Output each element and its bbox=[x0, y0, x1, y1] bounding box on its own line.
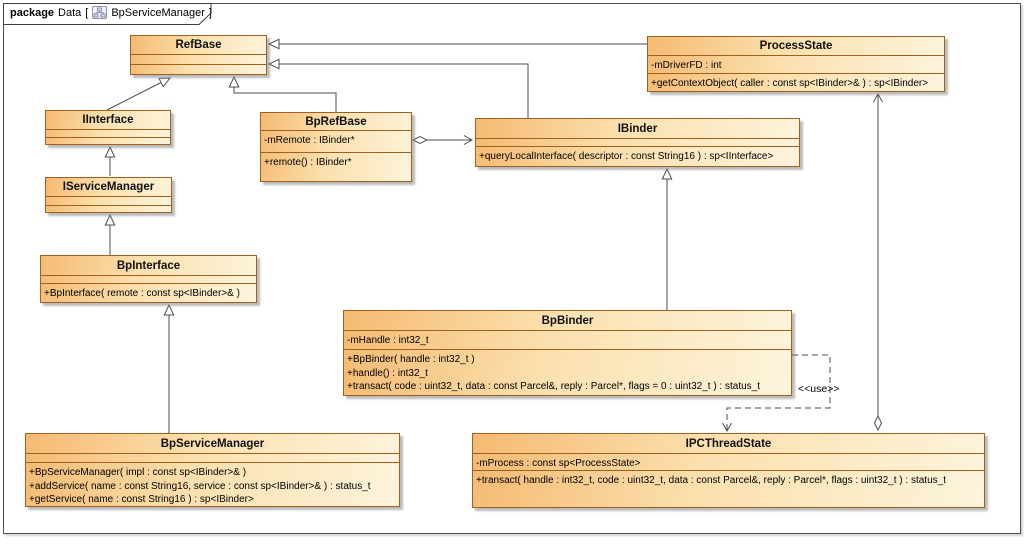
method-row: +BpInterface( remote : const sp<IBinder>… bbox=[44, 288, 240, 299]
methods-compartment bbox=[46, 206, 171, 212]
method-row: +transact( code : uint32_t, data : const… bbox=[347, 381, 760, 392]
class-IBinder[interactable]: IBinder +queryLocalInterface( descriptor … bbox=[475, 118, 800, 167]
methods-compartment: +BpBinder( handle : int32_t ) +handle() :… bbox=[344, 350, 791, 395]
method-row: +getService( name : const String16 ) : s… bbox=[29, 494, 254, 505]
method-row: +transact( handle : int32_t, code : uint… bbox=[476, 475, 946, 486]
class-title: BpRefBase bbox=[261, 113, 411, 131]
methods-compartment: +BpServiceManager( impl : const sp<IBind… bbox=[26, 463, 399, 506]
attribute-row: -mHandle : int32_t bbox=[347, 335, 429, 346]
package-title: Data bbox=[58, 6, 82, 19]
class-title: BpServiceManager bbox=[26, 434, 399, 454]
class-BpServiceManager[interactable]: BpServiceManager +BpServiceManager( impl … bbox=[25, 433, 400, 507]
bracket-close: ] bbox=[208, 6, 212, 19]
package-header: package Data [ BpServiceManager ] bbox=[10, 6, 212, 19]
class-RefBase[interactable]: RefBase bbox=[130, 35, 267, 75]
attributes-compartment: -mProcess : const sp<ProcessState> bbox=[473, 454, 984, 471]
attributes-compartment: -mDriverFD : int bbox=[648, 56, 944, 74]
attributes-compartment bbox=[41, 276, 256, 284]
attributes-compartment bbox=[131, 55, 266, 65]
attribute-row: -mDriverFD : int bbox=[651, 60, 722, 71]
bracket-open: [ bbox=[85, 6, 89, 19]
methods-compartment: +transact( handle : int32_t, code : uint… bbox=[473, 471, 984, 507]
attributes-compartment bbox=[46, 197, 171, 206]
methods-compartment: +BpInterface( remote : const sp<IBinder>… bbox=[41, 284, 256, 302]
class-BpRefBase[interactable]: BpRefBase -mRemote : IBinder* +remote() : … bbox=[260, 112, 412, 182]
attribute-row: -mProcess : const sp<ProcessState> bbox=[476, 458, 641, 469]
class-BpInterface[interactable]: BpInterface +BpInterface( remote : const … bbox=[40, 255, 257, 303]
attributes-compartment: -mHandle : int32_t bbox=[344, 331, 791, 350]
methods-compartment: +remote() : IBinder* bbox=[261, 153, 411, 181]
method-row: +getContextObject( caller : const sp<IBi… bbox=[651, 78, 929, 89]
connection-dep-bpbinder-ipcthreadstate[interactable] bbox=[722, 354, 831, 433]
method-row: +remote() : IBinder* bbox=[264, 157, 352, 168]
attribute-row: -mRemote : IBinder* bbox=[264, 135, 355, 146]
method-row: +BpServiceManager( impl : const sp<IBind… bbox=[29, 467, 247, 478]
class-title: IBinder bbox=[476, 119, 799, 139]
class-title: RefBase bbox=[131, 36, 266, 55]
class-IInterface[interactable]: IInterface bbox=[45, 110, 171, 145]
diagram-name: BpServiceManager bbox=[111, 6, 205, 19]
connection-gen-ibinder-refbase[interactable] bbox=[267, 58, 529, 118]
methods-compartment bbox=[46, 138, 170, 144]
class-title: IServiceManager bbox=[46, 178, 171, 197]
use-stereotype-label: <<use>> bbox=[798, 383, 840, 395]
method-row: +addService( name : const String16, serv… bbox=[29, 480, 371, 492]
class-IPCThreadState[interactable]: IPCThreadState -mProcess : const sp<Proce… bbox=[472, 433, 985, 508]
methods-compartment bbox=[131, 65, 266, 74]
class-title: BpInterface bbox=[41, 256, 256, 276]
connection-gen-bprefbase-refbase[interactable] bbox=[228, 75, 337, 112]
class-BpBinder[interactable]: BpBinder -mHandle : int32_t +BpBinder( han… bbox=[343, 310, 792, 396]
attributes-compartment: -mRemote : IBinder* bbox=[261, 131, 411, 153]
attributes-compartment bbox=[26, 454, 399, 463]
class-title: BpBinder bbox=[344, 311, 791, 331]
methods-compartment: +queryLocalInterface( descriptor : const… bbox=[476, 147, 799, 166]
class-title: IPCThreadState bbox=[473, 434, 984, 454]
class-ProcessState[interactable]: ProcessState -mDriverFD : int +getContextO… bbox=[647, 36, 945, 92]
methods-compartment: +getContextObject( caller : const sp<IBi… bbox=[648, 74, 944, 91]
attributes-compartment bbox=[476, 139, 799, 147]
method-row: +handle() : int32_t bbox=[347, 367, 428, 379]
attributes-compartment bbox=[46, 130, 170, 138]
method-row: +BpBinder( handle : int32_t ) bbox=[347, 354, 475, 365]
class-IServiceManager[interactable]: IServiceManager bbox=[45, 177, 172, 213]
connection-gen-iinterface-refbase[interactable] bbox=[106, 77, 172, 111]
class-diagram-icon bbox=[92, 6, 108, 19]
class-title: IInterface bbox=[46, 111, 170, 130]
package-keyword: package bbox=[10, 6, 55, 19]
class-title: ProcessState bbox=[648, 37, 944, 56]
method-row: +queryLocalInterface( descriptor : const… bbox=[479, 151, 774, 162]
